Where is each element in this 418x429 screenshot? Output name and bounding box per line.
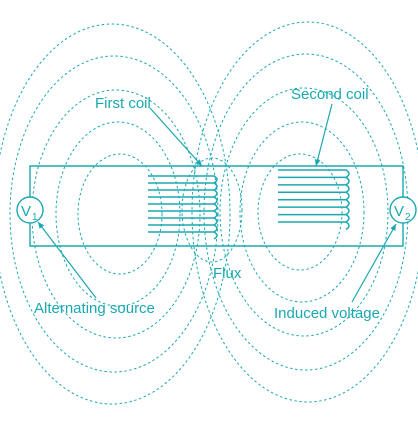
second-coil-turn	[278, 191, 350, 201]
alternating-source-label: Alternating source	[34, 300, 155, 317]
flux-loop	[0, 23, 231, 405]
second-coil-turn	[278, 169, 350, 179]
flux-loop	[181, 157, 243, 263]
flux-label: Flux	[213, 265, 242, 282]
second-coil-windings	[278, 169, 350, 231]
core-bar	[148, 165, 278, 247]
alternating-source-arrow	[37, 221, 97, 299]
first-coil-turn	[148, 182, 218, 191]
circuit-wires	[29, 165, 404, 247]
flux-loop	[239, 121, 365, 303]
annotation-arrows	[37, 103, 397, 303]
voltmeter-v1-circle	[16, 196, 44, 224]
voltmeter-v1-subscript: 1	[32, 212, 38, 223]
second-coil-turn	[278, 213, 350, 223]
first-coil-label: First coil	[95, 95, 151, 112]
first-coil-turn	[148, 210, 218, 219]
voltmeter-v1: V 1	[16, 196, 44, 224]
first-coil-turn	[148, 175, 218, 184]
voltmeter-v2-letter: V	[394, 203, 404, 220]
first-coil-arrow	[149, 107, 203, 167]
first-coil-turn	[148, 203, 218, 212]
flux-loop	[77, 153, 163, 275]
voltmeter-v2: V 2	[389, 196, 417, 224]
flux-loop	[55, 121, 181, 307]
second-coil-turn	[278, 184, 350, 193]
first-coil-windings	[148, 175, 218, 240]
first-coil-turn	[148, 196, 218, 205]
first-coil-turn	[148, 224, 218, 233]
second-coil-turn	[278, 198, 350, 208]
second-coil-turn	[278, 221, 350, 231]
flux-loop	[31, 89, 201, 339]
second-coil-label: Second coil	[291, 86, 369, 103]
flux-field-lines	[0, 21, 418, 405]
induced-voltage-arrow	[351, 223, 397, 303]
left-circuit-wire	[29, 165, 148, 247]
flux-loop	[219, 87, 389, 337]
first-coil-turn	[148, 231, 218, 240]
right-circuit-wire	[278, 165, 404, 247]
voltmeter-v1-letter: V	[21, 203, 31, 220]
second-coil-arrow	[314, 103, 333, 167]
voltmeter-v2-subscript: 2	[405, 212, 411, 223]
induced-voltage-label: Induced voltage	[274, 305, 380, 322]
first-coil-turn	[148, 217, 218, 226]
second-coil-turn	[278, 206, 350, 216]
flux-loop	[9, 55, 219, 373]
flux-loop	[257, 153, 343, 271]
voltmeter-v2-circle	[389, 196, 417, 224]
second-coil-turn	[278, 176, 350, 186]
flux-loop	[191, 21, 418, 403]
first-coil-turn	[148, 189, 218, 198]
